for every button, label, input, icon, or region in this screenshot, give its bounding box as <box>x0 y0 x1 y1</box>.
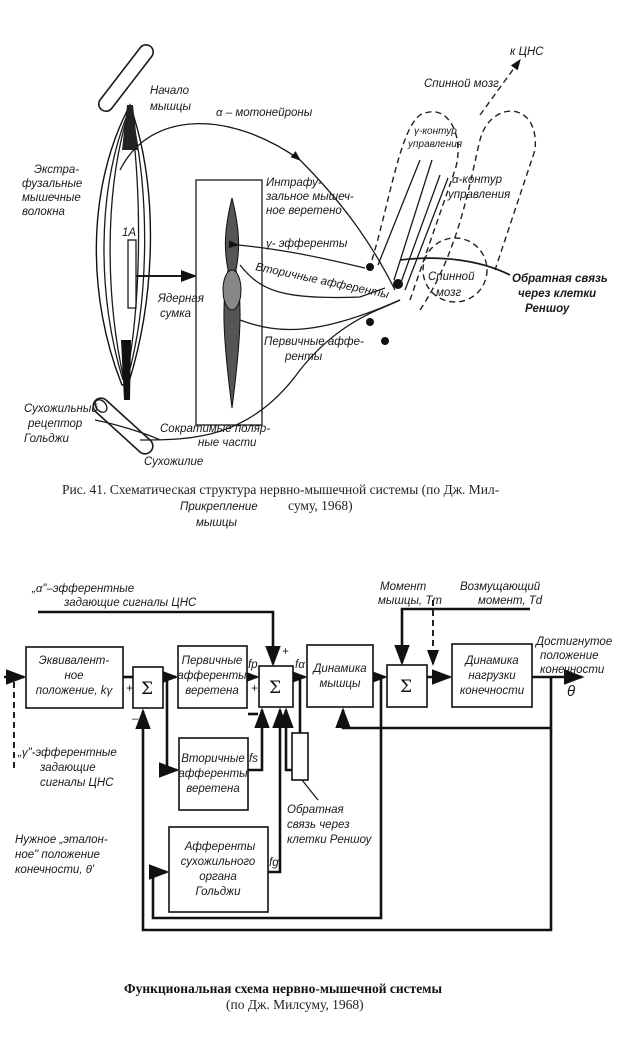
signal-fg: fg <box>269 857 279 869</box>
position-feedback-wire <box>135 708 553 932</box>
sign-plus-fp: + <box>251 683 258 695</box>
insertion-roller <box>92 397 154 455</box>
load-feedback-wire <box>335 677 553 730</box>
sum-junction-2: Σ <box>258 665 294 708</box>
alpha-loop <box>419 110 536 311</box>
label-spinal-cord-top: Спинной мозг <box>424 78 499 90</box>
to-cns-arrow <box>479 58 521 116</box>
block-diagram-caption: Функциональная схема нервно-мышечной сис… <box>124 981 442 996</box>
neuron <box>366 318 374 326</box>
svg-text:Σ: Σ <box>141 679 153 699</box>
signal-fs: fs <box>249 753 258 765</box>
block-diagram-caption-source: (по Дж. Милсуму, 1968) <box>226 997 364 1012</box>
label-intrafusal: Интрафу-зальное мышеч-ное веретено <box>265 177 354 217</box>
sign-plus-alpha: + <box>282 646 289 658</box>
sign-minus-sum1: – <box>131 713 139 725</box>
signal-fp: fp <box>248 659 258 671</box>
spindle-in-muscle <box>127 239 137 309</box>
label-to-cns: к ЦНС <box>510 46 544 58</box>
extrafusal-muscle <box>95 103 152 400</box>
label-gamma-efferents: γ- эфференты <box>266 238 348 250</box>
alpha-input-wire <box>38 610 281 667</box>
alpha-motoneuron <box>393 279 403 289</box>
golgi-feedback-wire <box>148 677 383 920</box>
gamma-motoneuron <box>366 263 374 271</box>
label-primary-afferents: Первичные аффе-ренты <box>264 336 364 363</box>
renshaw-block <box>291 732 309 781</box>
label-tendon: Сухожилие <box>144 456 203 468</box>
sum-junction-1: Σ <box>132 666 164 709</box>
label-contractile-poles: Сократимые поляр-ные части <box>160 423 270 449</box>
svg-text:Σ: Σ <box>269 678 281 698</box>
neuron <box>381 337 389 345</box>
label-alpha-motoneurons: α – мотонейроны <box>216 107 313 119</box>
moment-wire <box>394 607 530 666</box>
signal-fa: fα <box>295 659 305 671</box>
spinal-cord-circle <box>422 237 488 303</box>
gamma-loop <box>371 111 459 301</box>
sum-junction-3: Σ <box>386 664 428 708</box>
spindle-detail-box <box>195 179 263 426</box>
ia-label: 1A <box>122 227 136 239</box>
intrafusal-spindle <box>222 197 242 409</box>
svg-text:Σ: Σ <box>400 677 412 697</box>
origin-roller <box>97 44 155 112</box>
output-theta: θ <box>567 683 575 700</box>
sign-plus-sum1: + <box>126 683 133 695</box>
figure-41-caption: Рис. 41. Схематическая структура нервно-… <box>62 482 500 513</box>
